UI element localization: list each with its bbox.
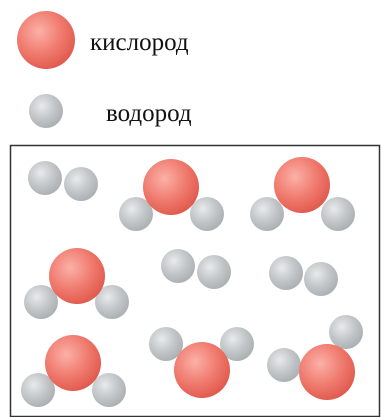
hydrogen-atom — [269, 256, 303, 290]
oxygen-legend-atom — [17, 11, 75, 69]
hydrogen-atom — [95, 285, 129, 319]
water-molecule — [21, 335, 126, 407]
hydrogen-atom — [24, 285, 58, 319]
oxygen-atom — [174, 342, 230, 398]
hydrogen-molecule — [269, 256, 338, 296]
oxygen-legend-label: кислород — [90, 29, 189, 56]
hydrogen-atom — [321, 197, 355, 231]
hydrogen-atom — [21, 373, 55, 407]
water-molecule — [119, 159, 224, 231]
hydrogen-atom — [304, 262, 338, 296]
hydrogen-molecule — [161, 249, 231, 289]
oxygen-atom — [143, 159, 199, 215]
water-molecule — [267, 315, 363, 400]
molecules-group — [21, 157, 363, 407]
hydrogen-atom — [250, 197, 284, 231]
hydrogen-atom — [161, 249, 195, 283]
water-molecule — [250, 157, 355, 231]
hydrogen-atom — [92, 373, 126, 407]
hydrogen-atom — [64, 167, 98, 201]
hydrogen-legend-atom — [29, 94, 63, 128]
water-molecule — [149, 327, 254, 398]
hydrogen-atom — [267, 348, 301, 382]
oxygen-atom — [299, 344, 355, 400]
hydrogen-atom — [190, 197, 224, 231]
hydrogen-atom — [28, 161, 62, 195]
hydrogen-legend-label: водород — [106, 100, 192, 127]
hydrogen-atom — [329, 315, 363, 349]
hydrogen-atom — [197, 255, 231, 289]
hydrogen-molecule — [28, 161, 98, 201]
water-molecule — [24, 248, 129, 319]
oxygen-atom — [274, 157, 330, 213]
oxygen-atom — [45, 335, 101, 391]
hydrogen-atom — [149, 327, 183, 361]
hydrogen-atom — [119, 197, 153, 231]
oxygen-atom — [49, 248, 105, 304]
hydrogen-atom — [220, 327, 254, 361]
